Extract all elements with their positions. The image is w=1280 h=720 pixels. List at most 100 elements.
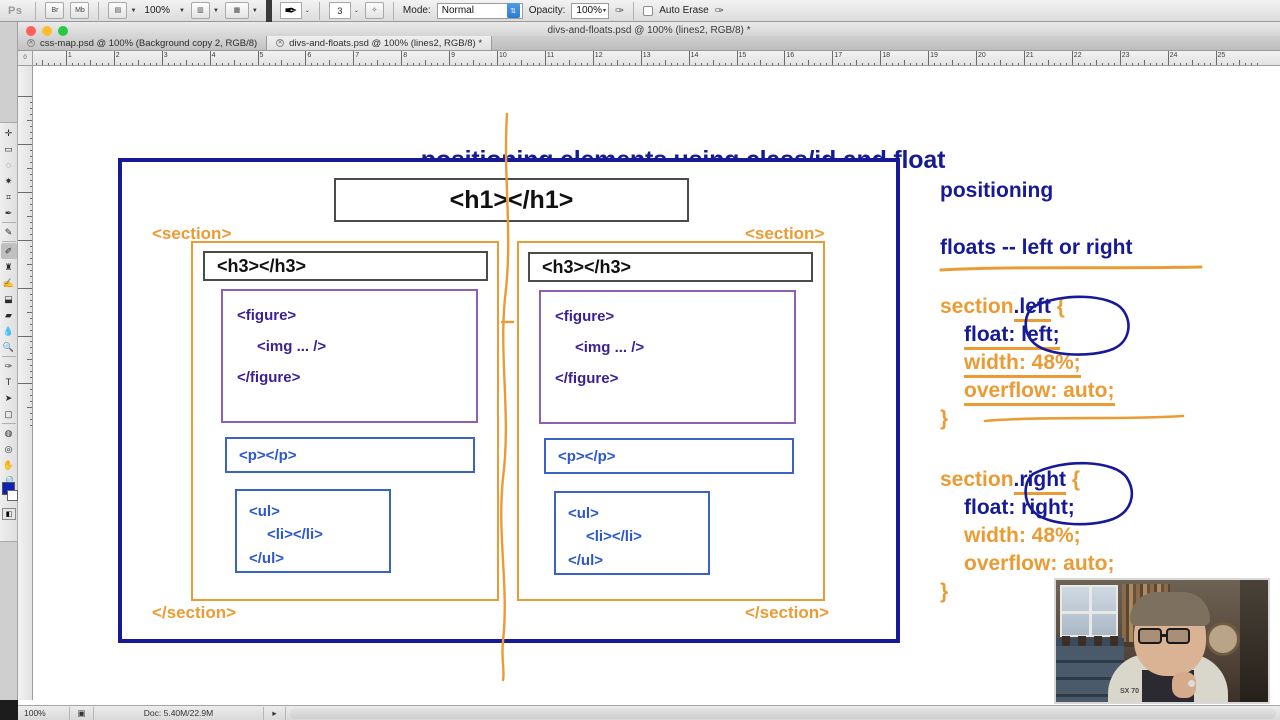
brush-tool[interactable]: ✐ <box>0 243 17 259</box>
blend-mode-select[interactable]: Normal ⇅ <box>436 2 523 19</box>
3d-camera-tool[interactable]: ◎ <box>4 443 13 454</box>
arrange-documents-group[interactable]: ▥ ▼ <box>190 2 219 19</box>
gradient-tool[interactable]: ▰ <box>5 309 12 320</box>
chevron-down-icon[interactable]: ▼ <box>212 7 219 14</box>
ruler-tick-minor <box>748 63 750 65</box>
chevron-down-icon[interactable]: ▼ <box>251 7 258 14</box>
quick-select-tool[interactable]: ✷ <box>4 175 13 186</box>
ruler-tick-major <box>784 51 786 65</box>
mini-bridge-button[interactable]: Mb <box>70 2 90 19</box>
ruler-tick-minor <box>27 215 32 217</box>
ruler-tick-minor <box>30 131 32 133</box>
chevron-updown-icon[interactable]: ⇅ <box>506 3 520 18</box>
webcam-window <box>1060 585 1118 637</box>
history-brush-tool[interactable]: ✍ <box>2 277 15 288</box>
horizontal-ruler[interactable]: 0123456789101112131415161718192021222324… <box>18 51 1280 66</box>
brush-size-preview[interactable]: 3 <box>328 2 351 19</box>
path-selection-tool[interactable]: ➤ <box>4 392 13 403</box>
quick-mask-toggle-icon[interactable]: ◧ <box>2 508 16 520</box>
airbrush-toggle-icon[interactable]: ✑ <box>615 5 625 17</box>
bridge-button[interactable]: Br <box>45 2 65 19</box>
tab-divs-and-floats[interactable]: ✕ divs-and-floats.psd @ 100% (lines2, RG… <box>267 36 493 50</box>
ruler-tick-minor <box>377 60 379 65</box>
view-extras-icon[interactable]: ▤ <box>108 2 128 19</box>
eraser-tool[interactable]: ⬓ <box>4 293 13 304</box>
shirt-logo-text: SX 70 <box>1120 688 1140 695</box>
ruler-tick-minor <box>1083 63 1085 65</box>
ruler-tick-minor <box>1065 63 1067 65</box>
status-thumbnail-icon[interactable]: ▣ <box>70 706 94 720</box>
vertical-ruler[interactable] <box>18 66 33 700</box>
webcam-overlay[interactable]: SX 70 <box>1054 578 1270 704</box>
minimize-icon[interactable] <box>42 26 52 36</box>
status-zoom-value[interactable]: 100% <box>18 706 70 720</box>
brush-preset-group[interactable]: ✒ ⌄ <box>279 2 310 20</box>
chevron-down-icon[interactable]: ▾ <box>602 8 606 14</box>
move-tool[interactable]: ✛ <box>4 127 13 138</box>
marquee-tool[interactable]: ▭ <box>4 143 13 154</box>
3d-object-tool[interactable]: ◍ <box>4 427 13 438</box>
mode-label: Mode: <box>402 5 431 16</box>
tab-css-map[interactable]: ✕ css-map.psd @ 100% (Background copy 2,… <box>18 36 268 50</box>
ruler-tick-major <box>18 143 32 145</box>
zoom-tool[interactable]: 🔎 <box>2 475 15 486</box>
type-tool[interactable]: T <box>5 377 12 387</box>
ruler-tick-minor <box>53 63 55 65</box>
ruler-tick-minor <box>137 60 139 65</box>
ruler-tick-minor <box>227 63 229 65</box>
status-arrow-icon[interactable]: ▸ <box>264 706 286 720</box>
ruler-tick-minor <box>1041 63 1043 65</box>
ruler-tick-minor <box>30 317 32 319</box>
ruler-origin-box[interactable]: 0 <box>18 51 33 66</box>
toggle-brush-panel-icon[interactable]: ✧ <box>364 2 384 19</box>
ruler-tick-minor <box>778 63 780 65</box>
chevron-down-icon[interactable]: ⌄ <box>304 8 310 14</box>
opacity-input[interactable]: 100% ▾ <box>571 2 609 19</box>
chevron-down-icon[interactable]: ⌄ <box>353 8 359 14</box>
ruler-tick-minor <box>964 63 966 65</box>
chevron-down-icon[interactable]: ▼ <box>179 7 185 14</box>
auto-erase-checkbox[interactable] <box>643 5 654 16</box>
screen-mode-group[interactable]: ▦ ▼ <box>224 2 258 19</box>
view-extras-group[interactable]: ▤ ▼ <box>108 2 136 19</box>
brush-size-group[interactable]: 3 ⌄ <box>328 2 359 19</box>
zoom-level-value[interactable]: 100% <box>144 5 170 16</box>
close-icon[interactable]: ✕ <box>276 39 285 47</box>
ruler-label: 3 <box>163 52 168 59</box>
eyedropper-tool[interactable]: ✒ <box>4 207 13 218</box>
hand-tool[interactable]: ✋ <box>2 459 15 470</box>
ruler-label: 23 <box>1121 52 1130 59</box>
background-color-swatch[interactable] <box>7 490 18 501</box>
tablet-pressure-icon[interactable]: ✑ <box>714 5 724 17</box>
ruler-tick-minor <box>30 299 32 301</box>
brush-preset-icon[interactable]: ✒ <box>279 2 302 20</box>
close-icon[interactable]: ✕ <box>27 39 35 47</box>
ruler-tick-minor <box>1227 63 1229 65</box>
blur-tool[interactable]: 💧 <box>2 325 15 336</box>
close-icon[interactable] <box>26 26 36 36</box>
dodge-tool[interactable]: 🔍 <box>2 341 15 352</box>
ruler-tick-minor <box>580 63 582 65</box>
arrange-documents-icon[interactable]: ▥ <box>190 2 210 19</box>
healing-brush-tool[interactable]: ✎ <box>4 226 13 237</box>
horizontal-scrollbar[interactable] <box>290 707 1276 719</box>
window-controls[interactable] <box>26 26 68 36</box>
chevron-down-icon[interactable]: ▼ <box>130 7 137 14</box>
ruler-tick-minor <box>574 63 576 65</box>
ruler-tick-major <box>209 51 211 65</box>
ruler-tick-minor <box>874 63 876 65</box>
plant-pot <box>1110 636 1118 646</box>
h3-box-right: <h3></h3> <box>528 252 813 282</box>
pen-tool[interactable]: ✑ <box>4 360 13 371</box>
clone-stamp-tool[interactable]: ♜ <box>4 261 13 272</box>
canvas-area[interactable]: positioning elements using class/id and … <box>33 66 1280 700</box>
ruler-tick-minor <box>233 60 235 65</box>
crop-tool[interactable]: ⌗ <box>5 191 12 202</box>
tool-palette[interactable]: ✛ ▭ ◌ ✷ ⌗ ✒ ✎ ✐ ♜ ✍ ⬓ ▰ 💧 🔍 ✑ T ➤ ▢ ◍ ◎ ✋ 🔎 <box>0 122 18 542</box>
ul-close-tag: </ul> <box>249 549 285 567</box>
ruler-tick-minor <box>664 60 666 65</box>
shape-tool[interactable]: ▢ <box>4 408 13 419</box>
lasso-tool[interactable]: ◌ <box>5 160 12 170</box>
screen-mode-icon[interactable]: ▦ <box>224 2 249 19</box>
maximize-icon[interactable] <box>58 26 68 36</box>
